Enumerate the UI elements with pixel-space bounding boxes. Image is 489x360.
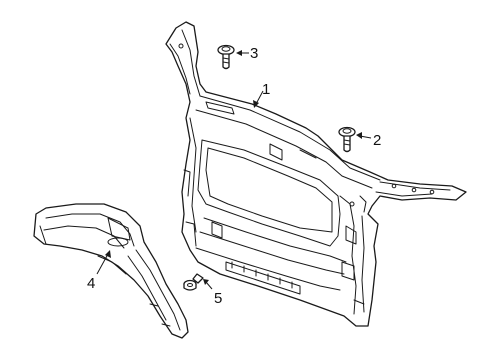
callout-5: 5 (214, 290, 222, 307)
leader-line-1 (253, 90, 264, 108)
leader-line-5 (203, 279, 213, 290)
callout-1: 1 (262, 81, 270, 98)
air-deflector-part-4 (33, 203, 189, 339)
radiator-support-frame (165, 21, 467, 327)
bolt-part-3 (217, 44, 235, 70)
callout-3: 3 (250, 45, 258, 62)
callout-2: 2 (373, 132, 381, 149)
callout-4: 4 (87, 275, 95, 292)
leader-line-3 (236, 50, 249, 56)
leader-line-4 (96, 250, 111, 275)
bolt-part-5 (183, 273, 204, 291)
leader-line-2 (356, 132, 372, 139)
bolt-part-2 (338, 126, 356, 153)
